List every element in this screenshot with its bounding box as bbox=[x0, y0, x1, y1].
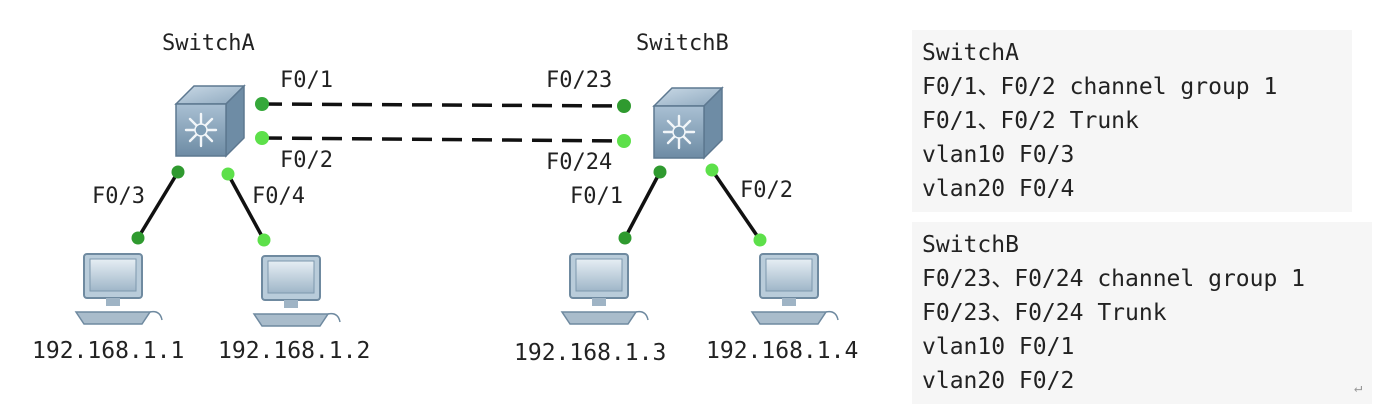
notes-b-line: F0/23、F0/24 channel group 1 bbox=[922, 266, 1306, 292]
link-dot bbox=[617, 99, 631, 113]
port-label-a-f01: F0/1 bbox=[280, 68, 333, 93]
switch-a-label: SwitchA bbox=[162, 31, 255, 56]
link-dot bbox=[131, 231, 145, 245]
notes-b-line: vlan20 F0/2 bbox=[922, 368, 1075, 394]
switch-b-icon[interactable] bbox=[652, 86, 724, 160]
notes-b-line: F0/23、F0/24 Trunk bbox=[922, 300, 1167, 326]
pc-icon-4[interactable] bbox=[751, 253, 839, 325]
link-dot bbox=[653, 165, 667, 179]
host-ip-1: 192.168.1.1 bbox=[32, 338, 185, 364]
switch-a-config-notes: SwitchA F0/1、F0/2 channel group 1 F0/1、F… bbox=[912, 30, 1352, 212]
link-dot bbox=[617, 134, 631, 148]
port-label-b-f024: F0/24 bbox=[546, 150, 613, 175]
cable-a-f04 bbox=[226, 173, 266, 241]
cable-a-f03 bbox=[136, 171, 180, 239]
port-label-a-f02: F0/2 bbox=[280, 148, 333, 173]
port-label-b-f01: F0/1 bbox=[570, 184, 623, 209]
link-dot bbox=[221, 167, 235, 181]
link-dot bbox=[255, 97, 269, 111]
notes-a-line: vlan20 F0/4 bbox=[922, 176, 1075, 202]
port-label-b-f023: F0/23 bbox=[546, 68, 613, 93]
return-arrow-icon: ↵ bbox=[1354, 380, 1363, 396]
pc-icon-3[interactable] bbox=[561, 253, 649, 325]
notes-b-line: vlan10 F0/1 bbox=[922, 334, 1075, 360]
host-ip-3: 192.168.1.3 bbox=[514, 340, 667, 366]
link-dot bbox=[257, 233, 271, 247]
port-label-a-f04: F0/4 bbox=[252, 184, 305, 209]
notes-a-line: vlan10 F0/3 bbox=[922, 142, 1075, 168]
port-label-a-f03: F0/3 bbox=[92, 184, 145, 209]
pc-icon-2[interactable] bbox=[253, 255, 341, 327]
link-dot bbox=[705, 163, 719, 177]
switch-a-icon[interactable] bbox=[174, 84, 246, 158]
notes-a-line: F0/1、F0/2 channel group 1 bbox=[922, 74, 1278, 100]
link-dot bbox=[753, 233, 767, 247]
host-ip-4: 192.168.1.4 bbox=[706, 338, 859, 364]
switch-b-label: SwitchB bbox=[636, 31, 729, 56]
port-label-b-f02: F0/2 bbox=[740, 178, 793, 203]
link-dot bbox=[618, 231, 632, 245]
switch-b-config-notes: SwitchB F0/23、F0/24 channel group 1 F0/2… bbox=[912, 222, 1372, 404]
cable-b-f02 bbox=[710, 169, 762, 241]
link-dot bbox=[171, 165, 185, 179]
notes-b-title: SwitchB bbox=[922, 232, 1019, 258]
trunk-cable-1 bbox=[261, 102, 627, 108]
pc-icon-1[interactable] bbox=[75, 253, 163, 325]
notes-a-title: SwitchA bbox=[922, 40, 1019, 66]
trunk-cable-2 bbox=[261, 136, 627, 143]
notes-a-line: F0/1、F0/2 Trunk bbox=[922, 108, 1139, 134]
host-ip-2: 192.168.1.2 bbox=[218, 338, 371, 364]
link-dot bbox=[255, 131, 269, 145]
cable-b-f01 bbox=[623, 171, 662, 239]
